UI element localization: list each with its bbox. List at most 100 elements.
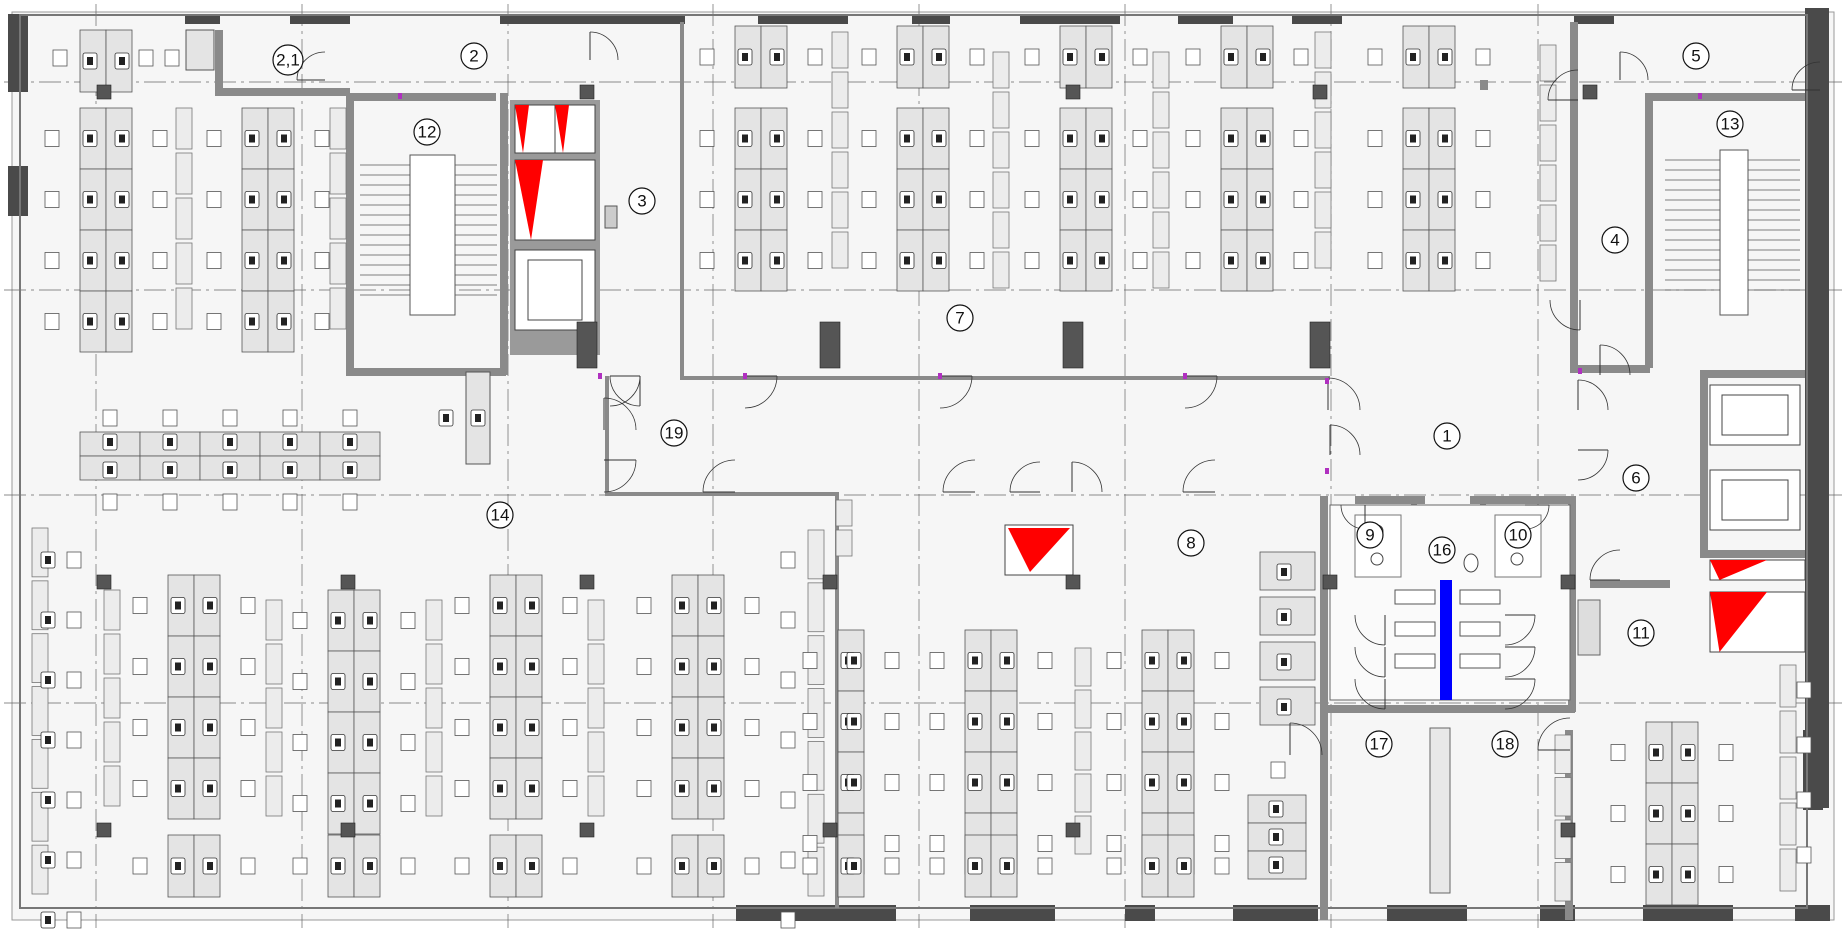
chair-icon [1024, 130, 1040, 147]
chair-icon [780, 731, 796, 749]
interior-wall [1568, 496, 1576, 712]
screen-partition [587, 775, 605, 817]
office-chair-icon [524, 658, 540, 675]
room-circle [460, 42, 488, 70]
column-icon [579, 574, 595, 590]
walls [8, 8, 1830, 921]
office-chair-icon [222, 433, 238, 451]
chair-icon [152, 191, 168, 208]
chair-icon [861, 191, 877, 208]
door-swing-icon [1184, 375, 1218, 409]
screen-partition [831, 151, 849, 189]
chair-icon [400, 795, 416, 812]
office-chair-icon [1437, 252, 1453, 269]
room-circle [1627, 619, 1655, 647]
room-number: 13 [1721, 115, 1740, 134]
chair-icon [1367, 252, 1383, 269]
room-number: 17 [1370, 735, 1389, 754]
chair-icon [1475, 130, 1491, 147]
interior-wall [1320, 376, 1324, 378]
screen-partition [587, 599, 605, 641]
office-chair-icon [674, 857, 690, 875]
office-chair-icon [1176, 774, 1192, 791]
office-chair-icon [202, 719, 218, 736]
office-chair-icon [330, 795, 346, 812]
chair-icon [240, 719, 256, 736]
room-number: 19 [665, 424, 684, 443]
room-label-r10: 10 [1504, 521, 1532, 549]
door-swing-icon [603, 397, 637, 431]
office-chair-icon [40, 791, 56, 809]
column-icon [1582, 84, 1598, 100]
office-chair-icon [114, 252, 130, 269]
office-chair-icon [244, 130, 260, 147]
chair-icon [66, 911, 82, 929]
screen-partition [1314, 191, 1332, 229]
chair-icon [222, 493, 238, 511]
chair-icon [1293, 191, 1309, 208]
chair-icon [562, 597, 578, 614]
column-icon [576, 321, 598, 369]
office-chair-icon [674, 658, 690, 675]
office-chair-icon [737, 252, 753, 269]
office-chair-icon [362, 795, 378, 812]
office-chair-icon [492, 780, 508, 797]
chair-icon [1475, 48, 1491, 66]
chair-icon [342, 493, 358, 511]
screen-partition [1554, 862, 1572, 902]
screen-partition [807, 582, 825, 633]
chair-icon [1610, 866, 1626, 883]
column-icon [96, 84, 112, 100]
chair-icon [1106, 713, 1122, 730]
screen-partition [587, 643, 605, 685]
screen-partition [831, 191, 849, 229]
room-circle [1428, 536, 1456, 564]
chair-icon [52, 49, 68, 67]
chair-icon [400, 857, 416, 875]
screen-partition [1554, 734, 1572, 774]
sink-icon [1370, 552, 1384, 566]
room-label-r17: 17 [1365, 730, 1393, 758]
office-chair-icon [1268, 828, 1284, 846]
room-label-r6: 6 [1622, 464, 1650, 492]
blue-element [1440, 580, 1452, 700]
screen-partition [175, 107, 193, 150]
screen-partition [175, 287, 193, 330]
toilet-icon [1463, 553, 1479, 573]
chair-icon [314, 130, 330, 147]
columns [96, 84, 1598, 838]
chair-icon [206, 191, 222, 208]
chair-icon [138, 49, 154, 67]
exterior-wall [185, 15, 220, 24]
office-chair-icon [769, 48, 785, 66]
screen-partition [31, 739, 49, 789]
office-chair-icon [846, 774, 862, 791]
screen-partition [1314, 151, 1332, 189]
office-chair-icon [114, 52, 130, 70]
screen-partition [807, 529, 825, 580]
column-icon [1065, 84, 1081, 100]
interior-wall [346, 368, 506, 376]
toilet-icon [1459, 653, 1501, 669]
column-icon [579, 84, 595, 100]
exterior-wall [290, 15, 350, 24]
chair-icon [1132, 48, 1148, 66]
chair-icon [152, 252, 168, 269]
office-chair-icon [1094, 130, 1110, 147]
screen-partition [831, 231, 849, 269]
screen-partition [835, 499, 853, 527]
screen-partition [992, 131, 1010, 169]
office-chair-icon [706, 597, 722, 614]
chair-icon [969, 130, 985, 147]
office-chair-icon [40, 911, 56, 929]
partition [1429, 727, 1451, 894]
office-chair-icon [492, 658, 508, 675]
chair-icon [884, 713, 900, 730]
office-chair-icon [276, 313, 292, 330]
chair-icon [400, 734, 416, 751]
room-number: 10 [1509, 526, 1528, 545]
elevator-car [1721, 394, 1789, 436]
office-chair-icon [1405, 191, 1421, 208]
chair-icon [802, 652, 818, 669]
column-icon [1062, 321, 1084, 369]
